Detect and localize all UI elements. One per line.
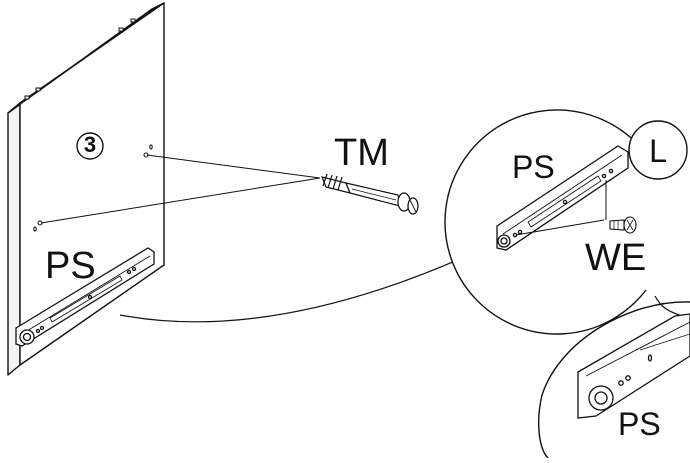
runner-closeup-bottom — [577, 313, 690, 419]
zoom-detail-top: L PS WE — [444, 109, 688, 335]
panel-top-notches — [24, 18, 136, 100]
step-number: 3 — [84, 132, 96, 157]
screw-part — [609, 216, 637, 234]
cam-dowel-label: TM — [334, 132, 389, 174]
cam-dowel-part — [321, 173, 419, 215]
zoom-connector-curve — [119, 242, 496, 323]
panel-part-label: PS — [45, 245, 96, 287]
zoom-detail-bottom: PS — [537, 295, 690, 459]
side-indicator-circle — [628, 120, 688, 180]
runner-closeup — [496, 145, 629, 251]
zoom-part-label: PS — [512, 149, 555, 185]
dowel-leader-lines — [40, 154, 321, 224]
side-indicator-label: L — [649, 133, 667, 169]
screw-leader-lines — [515, 180, 607, 236]
step-number-badge: 3 — [76, 132, 104, 160]
bottom-zoom-part-label: PS — [618, 406, 661, 442]
screw-label: WE — [585, 237, 646, 279]
drawer-runner — [15, 247, 155, 347]
panel-holes — [33, 144, 153, 232]
